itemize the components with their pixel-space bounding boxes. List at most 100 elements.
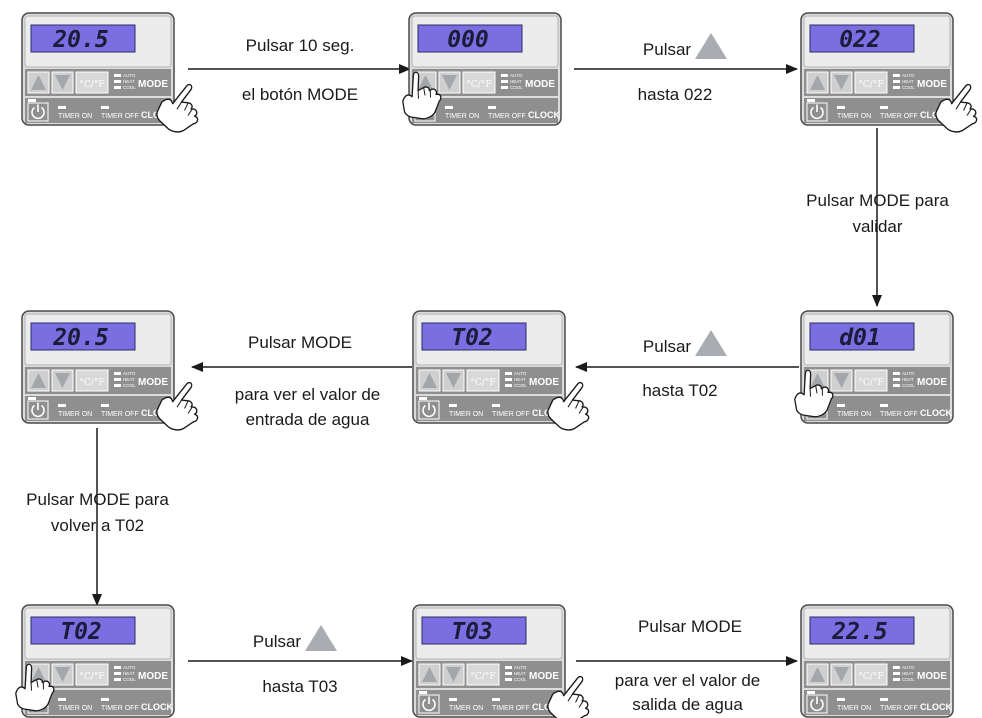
timer-on-button[interactable]: TIMER ON: [449, 705, 483, 712]
mode-button[interactable]: MODE: [525, 79, 555, 90]
timer-on-button[interactable]: TIMER ON: [837, 705, 871, 712]
lcd-screen: [30, 616, 136, 645]
mode-button[interactable]: MODE: [138, 377, 168, 388]
step3-label-bottom: validar: [852, 217, 903, 236]
unit-toggle-button[interactable]: [854, 71, 888, 94]
mode-indicator-cool: COOL: [514, 677, 527, 682]
mode-button[interactable]: MODE: [529, 377, 559, 388]
down-arrow-icon: [834, 373, 849, 388]
lcd-screen: [30, 24, 136, 53]
timer-off-button[interactable]: TIMER OFF: [492, 705, 530, 712]
mode-button[interactable]: MODE: [917, 671, 947, 682]
lcd-readout: 20.5: [52, 27, 108, 53]
timer-off-button[interactable]: TIMER OFF: [880, 705, 918, 712]
mode-indicator-heat: HEAT: [902, 79, 914, 84]
unit-label: °C/°F: [858, 672, 883, 682]
timer-off-button[interactable]: TIMER OFF: [488, 113, 526, 120]
clock-button[interactable]: CLOCK: [920, 702, 952, 712]
timer-on-button[interactable]: TIMER ON: [445, 113, 479, 120]
step2-label-bottom: hasta 022: [637, 85, 713, 104]
unit-toggle-button[interactable]: [75, 369, 109, 392]
up-arrow-icon: [695, 330, 728, 356]
unit-toggle-button[interactable]: [854, 663, 888, 686]
clock-button[interactable]: CLOCK: [141, 702, 173, 712]
timer-off-button[interactable]: TIMER OFF: [101, 113, 139, 120]
unit-toggle-button[interactable]: [466, 369, 500, 392]
pointing-hand-icon: [15, 663, 55, 712]
mode-button[interactable]: MODE: [138, 671, 168, 682]
unit-label: °C/°F: [858, 378, 883, 388]
step7-label-text: Pulsar: [252, 632, 302, 651]
timer-on-button[interactable]: TIMER ON: [837, 411, 871, 418]
mode-indicator-auto: AUTO: [123, 371, 136, 376]
unit-toggle-button[interactable]: [75, 663, 109, 686]
timer-off-button[interactable]: TIMER OFF: [101, 411, 139, 418]
step7-label-top: Pulsar: [220, 625, 370, 655]
step2-label-top: Pulsar: [600, 33, 770, 63]
timer-on-button[interactable]: TIMER ON: [837, 113, 871, 120]
timer-on-button[interactable]: TIMER ON: [58, 113, 92, 120]
unit-toggle-button[interactable]: [466, 663, 500, 686]
step2-label-text: Pulsar: [642, 40, 692, 59]
mode-indicator-auto: AUTO: [902, 371, 915, 376]
mode-indicator-heat: HEAT: [902, 377, 914, 382]
timer-on-button[interactable]: TIMER ON: [449, 411, 483, 418]
mode-indicator-heat: HEAT: [902, 671, 914, 676]
unit-toggle-button[interactable]: [462, 71, 496, 94]
lcd-screen: [417, 24, 523, 53]
mode-button[interactable]: MODE: [529, 671, 559, 682]
up-arrow-icon: [810, 75, 825, 90]
pointing-hand-icon: [547, 675, 590, 718]
up-arrow-icon: [31, 75, 46, 90]
mode-indicator-cool: COOL: [510, 85, 523, 90]
step8-label-middle: para ver el valor de: [614, 671, 761, 690]
down-arrow-icon: [446, 667, 461, 682]
mode-indicator-auto: AUTO: [902, 665, 915, 670]
unit-label: °C/°F: [858, 80, 883, 90]
mode-button[interactable]: MODE: [917, 79, 947, 90]
clock-button[interactable]: CLOCK: [920, 408, 952, 418]
mode-indicator-cool: COOL: [123, 383, 136, 388]
unit-toggle-button[interactable]: [75, 71, 109, 94]
mode-indicator-auto: AUTO: [514, 665, 527, 670]
step5-label-bottom: entrada de agua: [245, 410, 370, 429]
pointing-hand-icon: [156, 83, 199, 133]
step4-label-text: Pulsar: [642, 337, 692, 356]
step4-label-bottom: hasta T02: [642, 381, 718, 400]
lcd-screen: [421, 616, 527, 645]
clock-button[interactable]: CLOCK: [528, 110, 560, 120]
timer-off-button[interactable]: TIMER OFF: [101, 705, 139, 712]
mode-indicator-heat: HEAT: [123, 377, 135, 382]
up-arrow-icon: [810, 667, 825, 682]
timer-off-button[interactable]: TIMER OFF: [880, 411, 918, 418]
step5-label-top: Pulsar MODE: [248, 333, 352, 352]
lcd-readout: d01: [839, 325, 881, 351]
mode-indicator-heat: HEAT: [514, 671, 526, 676]
unit-toggle-button[interactable]: [854, 369, 888, 392]
mode-button[interactable]: MODE: [138, 79, 168, 90]
mode-button[interactable]: MODE: [917, 377, 947, 388]
timer-on-button[interactable]: TIMER ON: [58, 411, 92, 418]
timer-off-button[interactable]: TIMER OFF: [492, 411, 530, 418]
unit-label: °C/°F: [466, 80, 491, 90]
down-arrow-icon: [834, 75, 849, 90]
pointing-hand-icon: [794, 369, 834, 418]
timer-off-button[interactable]: TIMER OFF: [880, 113, 918, 120]
lcd-readout: T02: [60, 619, 102, 645]
up-arrow-icon: [31, 667, 46, 682]
timer-on-button[interactable]: TIMER ON: [58, 705, 92, 712]
